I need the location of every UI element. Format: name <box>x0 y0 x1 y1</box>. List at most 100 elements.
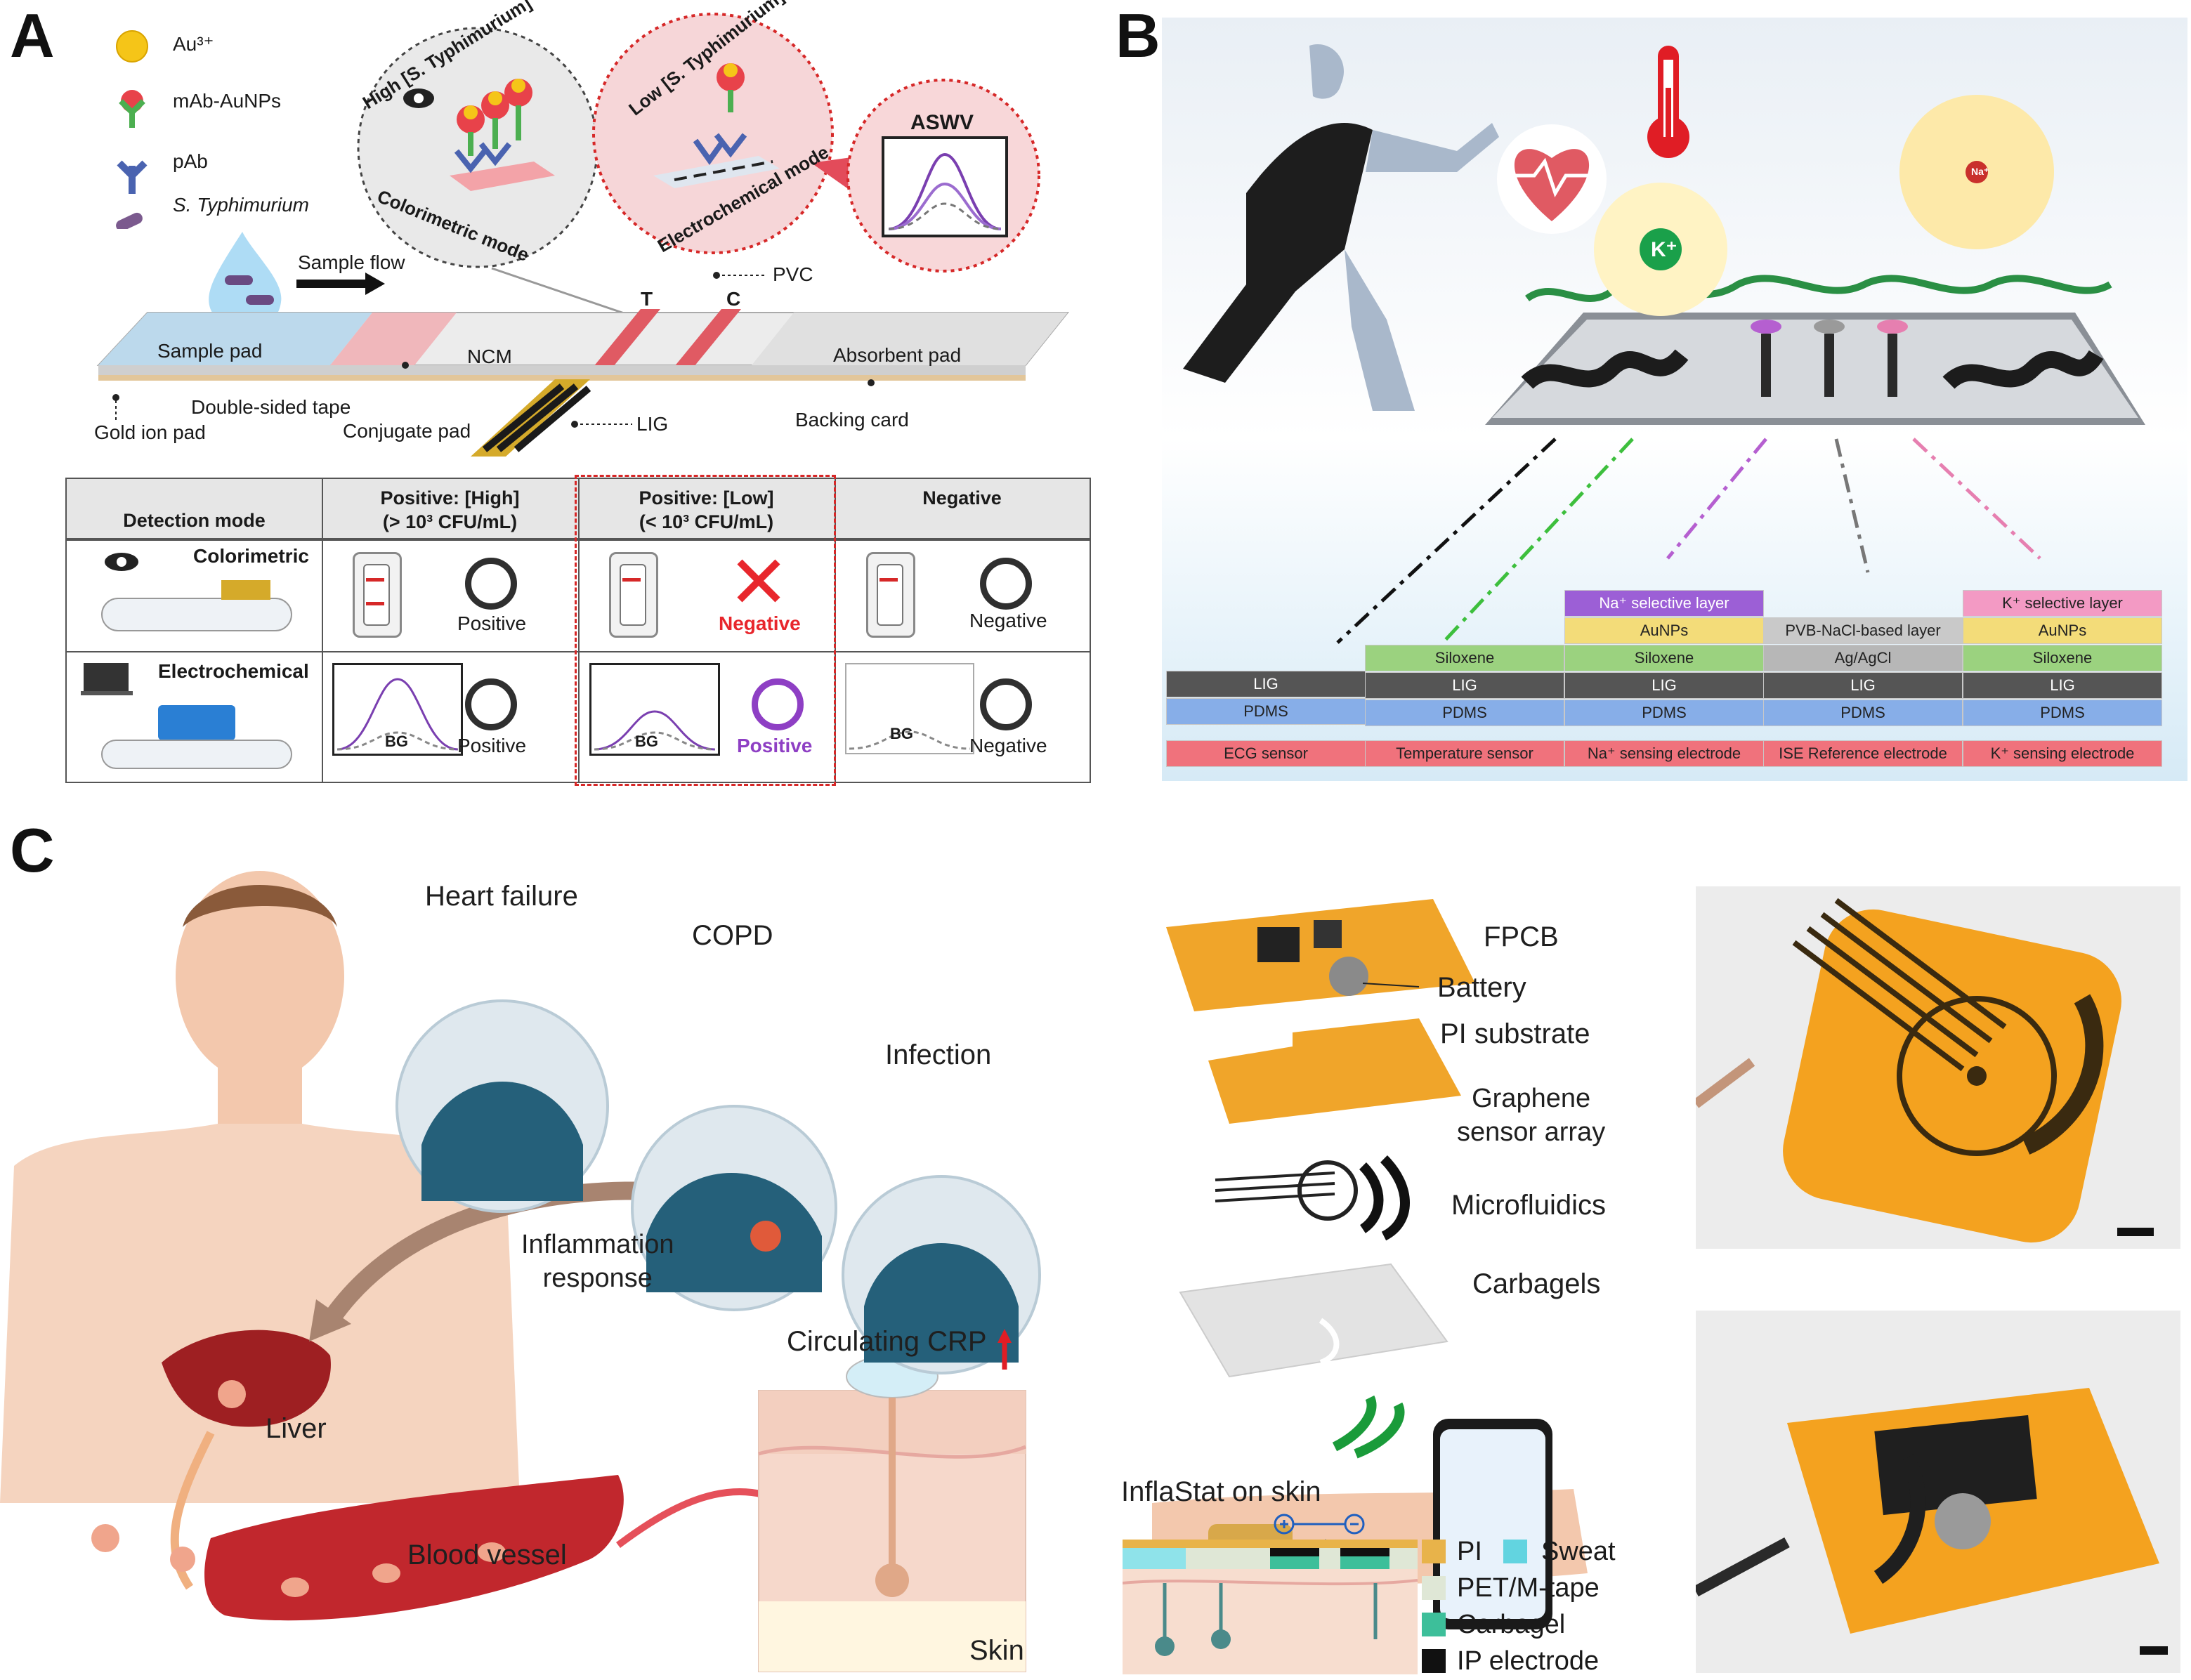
layer-battery: Battery <box>1437 972 1526 1003</box>
gold-ion-pad-label: Gold ion pad <box>94 421 206 443</box>
legend-swatch-carbagel <box>1422 1613 1446 1636</box>
k-layer-pdms: PDMS <box>1963 700 2162 726</box>
leader-ecg <box>1336 438 1557 644</box>
k-layer-aunps: AuNPs <box>1963 617 2162 644</box>
sample-pad-label: Sample pad <box>157 340 263 362</box>
test-line <box>590 309 660 371</box>
scale-bar <box>2117 1228 2154 1236</box>
panel-label-b: B <box>1116 1 1160 70</box>
result-ring-high-electro <box>465 678 517 730</box>
inflastat-on-skin-label: InflaStat on skin <box>1121 1476 1321 1507</box>
ecg-layer-lig: LIG <box>1166 671 1366 697</box>
th-negative: Negative <box>922 487 1002 508</box>
double-sided-tape-label: Double-sided tape <box>191 396 351 418</box>
temp-layer-siloxene: Siloxene <box>1365 645 1564 671</box>
panel-label-c: C <box>10 815 55 885</box>
test-line-label: T <box>641 288 653 310</box>
test-line-patch <box>450 162 555 191</box>
skin-label: Skin <box>969 1635 1024 1666</box>
legend-swatch-pet <box>1422 1576 1446 1600</box>
strip-high <box>353 552 402 638</box>
ecg-sensor-label: ECG sensor <box>1166 740 1366 767</box>
na-layer-lig: LIG <box>1564 672 1764 699</box>
legend-swatch-sweat <box>1503 1540 1527 1563</box>
torso <box>0 1124 520 1503</box>
head <box>176 871 344 1082</box>
pvc-label: PVC <box>773 263 813 285</box>
layer-fpcb: FPCB <box>1484 921 1559 952</box>
backing-card-label: Backing card <box>795 409 909 431</box>
legend-pet-mtape: PET/M-tape <box>1457 1573 1600 1603</box>
legend-au: Au³⁺ <box>173 33 214 55</box>
leader-na <box>1666 438 1767 560</box>
fpcb-layer <box>1166 899 1475 1011</box>
result-ring-negative <box>980 558 1032 610</box>
strip-cassette-icon <box>101 580 292 631</box>
absorbent-pad-label: Absorbent pad <box>833 344 962 366</box>
plot-low: BG <box>589 663 720 756</box>
ecg-layer-pdms: PDMS <box>1166 698 1366 725</box>
k-layer-lig: LIG <box>1963 672 2162 699</box>
bg-label-3: BG <box>890 725 913 742</box>
low-concentration-bubble <box>592 13 834 254</box>
layer-carbagels: Carbagels <box>1472 1268 1601 1299</box>
th-detection-mode: Detection mode <box>123 510 266 531</box>
k-ion-label: K⁺ <box>1651 238 1677 261</box>
legend-sweat: Sweat <box>1541 1537 1616 1566</box>
ref-layer-lig: LIG <box>1763 672 1963 699</box>
sample-flow-arrow <box>296 273 385 295</box>
runner-head <box>1309 44 1344 99</box>
na-layer-siloxene: Siloxene <box>1564 645 1764 671</box>
conjugate-pad-label: Conjugate pad <box>343 420 471 442</box>
result-positive-2: Positive <box>457 735 527 756</box>
eye-icon-row <box>105 553 138 571</box>
result-negative-1: Negative <box>969 610 1047 631</box>
result-negative-low: Negative <box>719 612 801 634</box>
condition-infection: Infection <box>885 1039 992 1070</box>
liver-label: Liver <box>266 1413 327 1444</box>
row-colorimetric-label: Colorimetric <box>193 545 309 567</box>
legend-pab: pAb <box>173 150 208 172</box>
result-negative-2: Negative <box>969 735 1047 756</box>
ise-reference-electrode-label: ISE Reference electrode <box>1763 740 1963 767</box>
legend-swatch-ip-electrode <box>1422 1649 1446 1673</box>
temp-layer-pdms: PDMS <box>1365 700 1564 726</box>
na-layer-pdms: PDMS <box>1564 700 1764 726</box>
legend-s-typhimurium: S. Typhimurium <box>173 194 309 216</box>
na-ion-label: Na⁺ <box>1971 166 1989 177</box>
condition-copd: COPD <box>692 920 773 951</box>
panel-b-illustration <box>1183 44 2145 644</box>
carbagel-icon <box>1332 1395 1405 1459</box>
device-photo-bottom <box>1693 1311 2180 1673</box>
k-sensing-electrode-label: K⁺ sensing electrode <box>1963 740 2162 767</box>
electrochemical-setup-icon <box>81 663 292 769</box>
result-positive-1: Positive <box>457 612 527 634</box>
microfluidics-layer <box>1179 1263 1448 1378</box>
leader-reference <box>1834 438 1870 573</box>
detection-mode-table: Detection mode Positive: [High] (> 10³ C… <box>65 478 1091 783</box>
leader-temperature <box>1441 438 1634 644</box>
legend-swatch-pi <box>1422 1540 1446 1563</box>
ref-layer-pvb: PVB-NaCl-based layer <box>1763 617 1963 644</box>
legend-mab-aunps: mAb-AuNPs <box>173 90 282 112</box>
ref-layer-agagcl: Ag/AgCl <box>1763 645 1963 671</box>
plot-negative: BG <box>845 663 974 754</box>
blood-vessel <box>204 1475 624 1621</box>
leader-k <box>1912 438 2041 560</box>
inflammation-response-label: Inflammation response <box>521 1230 674 1293</box>
th-positive-high-range: (> 10³ CFU/mL) <box>382 511 518 532</box>
plot-high: BG <box>332 663 463 756</box>
k-layer-selective: K⁺ selective layer <box>1963 590 2162 617</box>
device-photo-top <box>1692 886 2180 1249</box>
k-layer-siloxene: Siloxene <box>1963 645 2162 671</box>
result-ring-low-electro <box>752 678 804 730</box>
runner-arm <box>1366 123 1499 172</box>
au-ion-icon <box>116 30 148 63</box>
na-layer-aunps: AuNPs <box>1564 617 1764 644</box>
ref-layer-pdms: PDMS <box>1763 700 1963 726</box>
strip-negative <box>866 552 915 638</box>
layer-microfluidics: Microfluidics <box>1451 1190 1607 1221</box>
pab-icon <box>117 160 148 194</box>
legend-ip-electrode: IP electrode <box>1457 1646 1600 1676</box>
graphene-sensor-icon <box>1359 1155 1410 1241</box>
